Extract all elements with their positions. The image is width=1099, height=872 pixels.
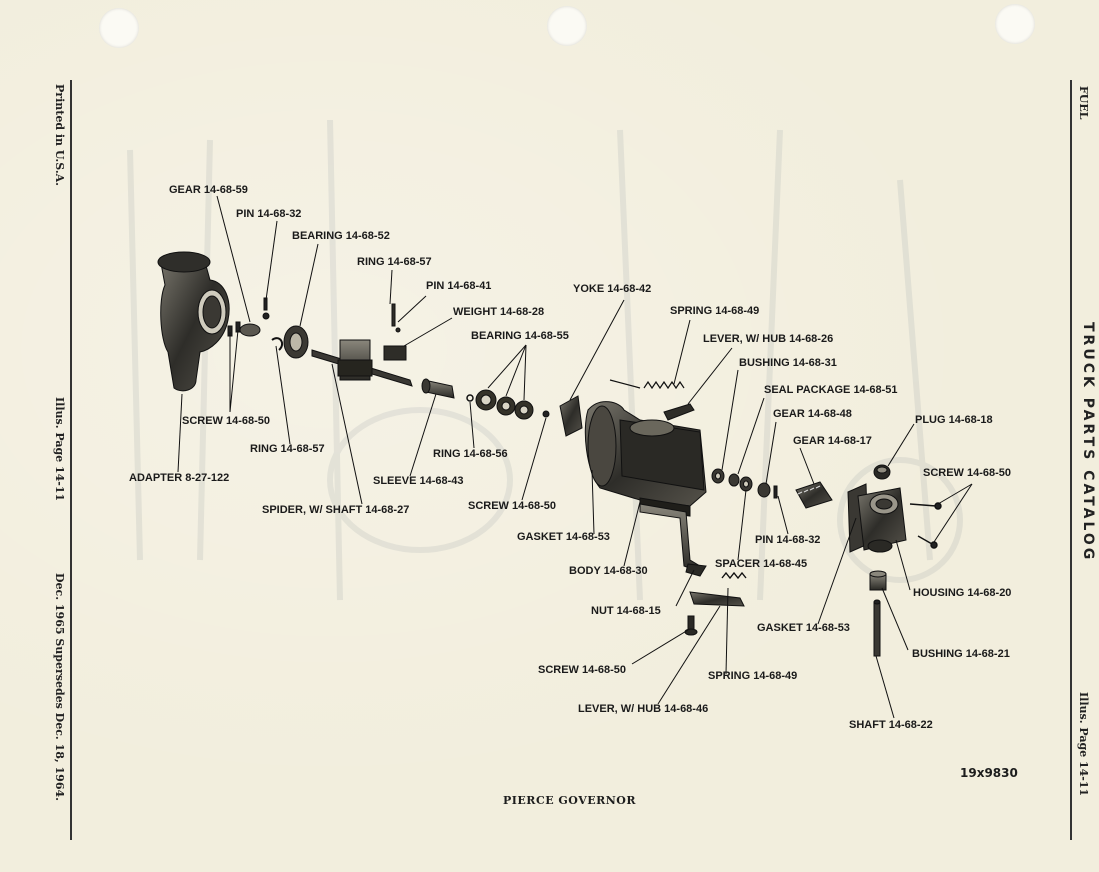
callout-adapter-122: ADAPTER 8-27-122: [129, 472, 230, 484]
callout-sleeve-43: SLEEVE 14-68-43: [373, 475, 464, 487]
callout-ring-57-bottom: RING 14-68-57: [250, 443, 325, 455]
callout-lever-26: LEVER, W/ HUB 14-68-26: [703, 333, 834, 345]
callout-seal-51: SEAL PACKAGE 14-68-51: [764, 384, 898, 396]
callout-bushing-21: BUSHING 14-68-21: [912, 648, 1010, 660]
callout-shaft-22: SHAFT 14-68-22: [849, 719, 933, 731]
adapter-part: [157, 251, 230, 392]
binder-hole-left: [99, 8, 139, 48]
callout-screw-50-bottom: SCREW 14-68-50: [538, 664, 627, 676]
callout-lever-46: LEVER, W/ HUB 14-68-46: [578, 703, 709, 715]
callout-gasket-53-left: GASKET 14-68-53: [517, 531, 610, 543]
callout-pin-32-right: PIN 14-68-32: [755, 534, 821, 546]
callout-bearing-55: BEARING 14-68-55: [471, 330, 569, 342]
callout-yoke-42: YOKE 14-68-42: [573, 283, 652, 295]
callout-nut-15: NUT 14-68-15: [591, 605, 661, 617]
callout-spring-49-bottom: SPRING 14-68-49: [708, 670, 798, 682]
callout-screw-50-right: SCREW 14-68-50: [923, 467, 1012, 479]
binder-hole-center: [547, 6, 587, 46]
callout-weight-28: WEIGHT 14-68-28: [453, 306, 545, 318]
binder-hole-right: [995, 4, 1035, 44]
callout-screw-50-mid: SCREW 14-68-50: [468, 500, 557, 512]
callout-screw-50-left: SCREW 14-68-50: [182, 415, 271, 427]
callout-gear-48: GEAR 14-68-48: [773, 408, 852, 420]
callout-pin-32-top: PIN 14-68-32: [236, 208, 302, 220]
callout-ring-56: RING 14-68-56: [433, 448, 508, 460]
right-margin-rule: [1070, 80, 1072, 840]
callout-bearing-52: BEARING 14-68-52: [292, 230, 390, 242]
figure-number: 19x9830: [960, 766, 1018, 780]
callout-gear-59: GEAR 14-68-59: [169, 184, 248, 196]
callout-gasket-53-right: GASKET 14-68-53: [757, 622, 850, 634]
callout-spring-49-top: SPRING 14-68-49: [670, 305, 760, 317]
leader-lines: [177, 195, 973, 719]
page-title: PIERCE GOVERNOR: [503, 794, 637, 807]
callout-pin-41: PIN 14-68-41: [426, 280, 492, 292]
callout-ring-57-top: RING 14-68-57: [357, 256, 432, 268]
left-margin-rule: [70, 80, 72, 840]
callout-plug-18: PLUG 14-68-18: [915, 414, 993, 426]
callout-body-30: BODY 14-68-30: [569, 565, 648, 577]
callout-bushing-31: BUSHING 14-68-31: [739, 357, 837, 369]
callout-gear-17: GEAR 14-68-17: [793, 435, 872, 447]
callout-spacer-45: SPACER 14-68-45: [715, 558, 808, 570]
callout-spider-27: SPIDER, W/ SHAFT 14-68-27: [262, 504, 410, 516]
callout-housing-20: HOUSING 14-68-20: [913, 587, 1012, 599]
